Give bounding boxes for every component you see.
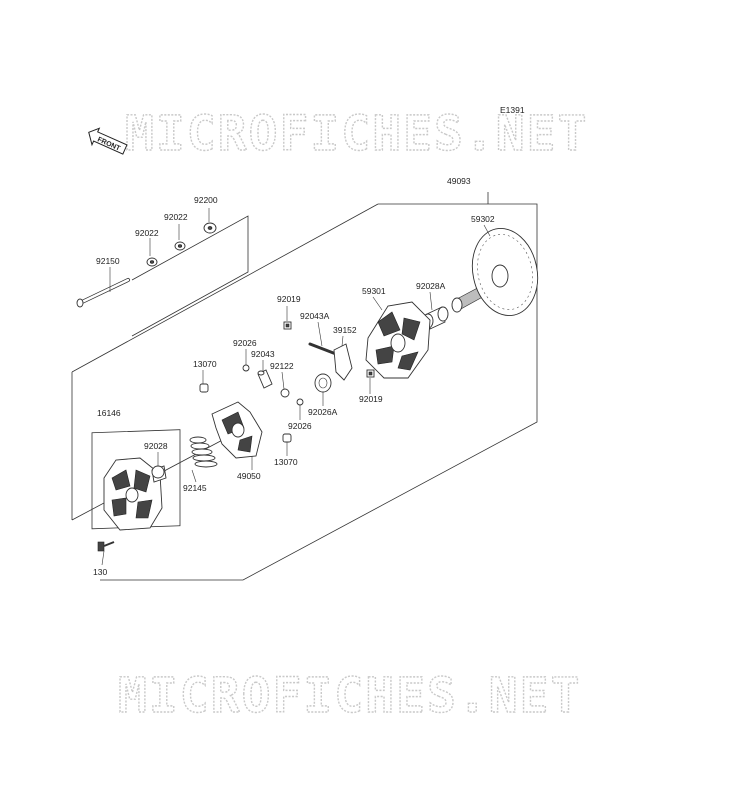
part-label: 92028A bbox=[416, 281, 446, 291]
pin-92043A-icon bbox=[308, 342, 338, 356]
fixed-sheave-59302-icon bbox=[451, 228, 539, 316]
part-label: 92019 bbox=[277, 294, 301, 304]
front-arrow-icon: FRONT bbox=[88, 127, 128, 155]
bushing-13070-icon bbox=[199, 383, 209, 393]
bolt-92150-icon bbox=[76, 278, 130, 308]
part-label: 130 bbox=[93, 567, 107, 577]
part-label: 92145 bbox=[183, 483, 207, 493]
part-label: 59301 bbox=[362, 286, 386, 296]
part-label: 92200 bbox=[194, 195, 218, 205]
pin-92043-icon bbox=[257, 369, 273, 389]
part-label: 49093 bbox=[447, 176, 471, 186]
part-label: 13070 bbox=[193, 359, 217, 369]
spider-49050-icon bbox=[211, 401, 263, 459]
washer-92200-icon bbox=[203, 222, 217, 234]
part-label: 49050 bbox=[237, 471, 261, 481]
part-label: 92026 bbox=[233, 338, 257, 348]
part-label: 13070 bbox=[274, 457, 298, 467]
spring-92145-icon bbox=[189, 436, 218, 468]
movable-sheave-59301-icon bbox=[365, 301, 431, 379]
weight-arm-39152-icon bbox=[333, 343, 353, 381]
part-label: 92043A bbox=[300, 311, 330, 321]
part-label: 92028 bbox=[144, 441, 168, 451]
watermark-bottom: MICROFICHES.NET bbox=[118, 668, 581, 724]
nut-92019-icon bbox=[283, 321, 292, 330]
part-label: 92122 bbox=[270, 361, 294, 371]
part-label: 39152 bbox=[333, 325, 357, 335]
bolt-130-icon bbox=[97, 541, 115, 552]
collar-92122-icon bbox=[280, 388, 290, 398]
nut-92019-icon bbox=[366, 369, 375, 378]
part-label: 92026A bbox=[308, 407, 338, 417]
part-label: 92043 bbox=[251, 349, 275, 359]
washer-92022-icon bbox=[146, 257, 158, 267]
part-label: 92019 bbox=[359, 394, 383, 404]
part-label: 92022 bbox=[135, 228, 159, 238]
cover-16146-icon bbox=[103, 457, 163, 531]
watermark-top: MICROFICHES.NET bbox=[125, 106, 588, 162]
assembly-frame-main bbox=[100, 203, 538, 581]
bushing-92028-icon bbox=[151, 465, 167, 483]
washer-92026-icon bbox=[242, 364, 250, 372]
washer-92022-icon bbox=[174, 241, 186, 251]
part-label: 59302 bbox=[471, 214, 495, 224]
washer-group-frame bbox=[131, 215, 249, 337]
washer-92026-icon bbox=[296, 398, 304, 406]
bushing-13070-icon bbox=[282, 433, 292, 443]
part-label: 92026 bbox=[288, 421, 312, 431]
diagram-id: E1391 bbox=[500, 105, 525, 115]
part-label: 92150 bbox=[96, 256, 120, 266]
washer-92026A-icon bbox=[314, 373, 332, 393]
part-label: 16146 bbox=[97, 408, 121, 418]
part-label: 92022 bbox=[164, 212, 188, 222]
